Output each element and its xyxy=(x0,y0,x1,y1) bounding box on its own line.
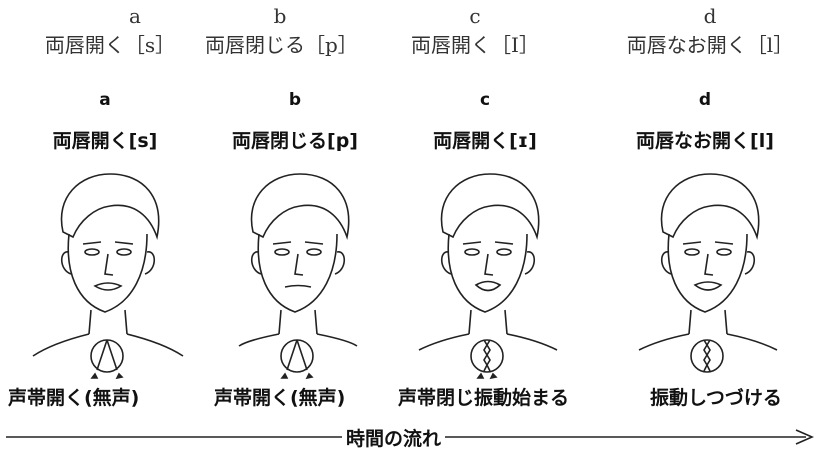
top-description: 両唇閉じる［p］ xyxy=(205,33,358,57)
panel-b: b 両唇閉じる[p] xyxy=(200,82,390,382)
vocal-cords-vibrating xyxy=(483,339,491,372)
mouth-open xyxy=(693,281,723,291)
head-outline xyxy=(447,233,528,313)
timeline-label: 時間の流れ xyxy=(342,424,446,451)
hair xyxy=(440,173,540,241)
top-description: 両唇なお開く［l］ xyxy=(626,33,794,57)
timeline: 時間の流れ xyxy=(6,424,816,451)
caption-b: 声帯開く(無声) xyxy=(214,387,346,409)
articulation-diagram: a 両唇開く[s] b 両唇閉じる[p xyxy=(0,82,819,382)
panel-d: d 両唇なお開く[l] xyxy=(610,82,800,382)
head-outline xyxy=(67,233,148,313)
neck xyxy=(468,309,508,335)
left-eyebrow xyxy=(682,241,702,245)
top-letter: a xyxy=(129,4,141,28)
caption-d: 振動しつづける xyxy=(650,387,782,409)
right-eyebrow xyxy=(494,241,514,245)
right-ear xyxy=(334,251,346,275)
top-description: 両唇開く［s］ xyxy=(44,33,176,57)
face-illustration-open-mouth xyxy=(32,173,184,380)
vocal-cords-circle xyxy=(690,339,724,373)
face-illustration-open-mouth xyxy=(638,173,778,373)
caption-a: 声帯開く(無声) xyxy=(8,387,140,409)
hair xyxy=(660,173,760,241)
top-label-c: c 両唇開く［I］ xyxy=(400,2,550,60)
right-eye xyxy=(716,248,732,256)
neck xyxy=(88,309,128,335)
left-ear xyxy=(250,251,262,275)
shoulders xyxy=(418,333,558,351)
right-ear xyxy=(524,251,536,275)
panel-title: 両唇なお開く[l] xyxy=(636,130,774,152)
panel-title: 両唇開く[s] xyxy=(52,130,158,152)
nose xyxy=(704,253,714,276)
vocal-cords-circle xyxy=(470,339,504,373)
left-eyebrow xyxy=(272,241,292,245)
panel-letter: b xyxy=(288,90,302,110)
panel-a: a 両唇開く[s] xyxy=(10,82,200,382)
panel-letter: a xyxy=(99,90,111,110)
right-ear xyxy=(144,251,156,275)
head-outline xyxy=(257,233,338,313)
right-eyebrow xyxy=(304,241,324,245)
nose xyxy=(484,253,494,276)
left-eye xyxy=(684,248,700,256)
top-label-a: a 両唇開く［s］ xyxy=(45,2,210,60)
head-outline xyxy=(667,233,748,313)
mouth-open xyxy=(474,280,502,292)
top-label-row: a 両唇開く［s］ b 両唇閉じる［p］ c 両唇開く［I］ d 両唇なお開く［… xyxy=(0,2,819,66)
hair xyxy=(250,173,350,241)
vocal-cords-circle xyxy=(90,339,124,373)
shoulders xyxy=(638,333,778,351)
panel-title: 両唇開く[ɪ] xyxy=(433,130,537,152)
left-eyebrow xyxy=(82,241,102,245)
left-eye xyxy=(274,248,290,256)
face-illustration-closed-mouth xyxy=(238,173,358,380)
right-eye xyxy=(496,248,512,256)
panel-title: 両唇閉じる[p] xyxy=(232,130,358,152)
nose xyxy=(294,253,304,276)
face-illustration-open-mouth xyxy=(418,173,558,380)
right-eye xyxy=(306,248,322,256)
vocal-cords-circle xyxy=(280,339,314,373)
right-eye xyxy=(116,248,132,256)
shoulders xyxy=(32,333,184,357)
shoulders xyxy=(238,333,358,347)
vocal-cords-vibrating xyxy=(703,339,711,372)
left-ear xyxy=(60,251,72,275)
top-letter: c xyxy=(469,4,481,28)
nose xyxy=(104,253,114,276)
caption-c: 声帯閉じ振動始まる xyxy=(398,387,570,409)
neck xyxy=(278,309,318,335)
right-ear xyxy=(744,251,756,275)
left-eye xyxy=(84,248,100,256)
right-eyebrow xyxy=(114,241,134,245)
mouth-closed xyxy=(284,284,312,288)
top-letter: b xyxy=(273,4,287,28)
vocal-cords-open xyxy=(286,339,308,371)
vocal-cords-open xyxy=(96,339,118,371)
left-ear xyxy=(440,251,452,275)
left-ear xyxy=(660,251,672,275)
top-label-d: d 両唇なお開く［l］ xyxy=(625,2,795,60)
top-description: 両唇開く［I］ xyxy=(411,33,539,57)
top-letter: d xyxy=(703,4,717,28)
panel-c: c 両唇開く[ɪ] xyxy=(390,82,580,382)
neck xyxy=(688,309,728,335)
top-label-b: b 両唇閉じる［p］ xyxy=(205,2,358,60)
panel-letter: c xyxy=(479,90,491,110)
panel-letter: d xyxy=(698,90,712,110)
left-eyebrow xyxy=(462,241,482,245)
left-eye xyxy=(464,248,480,256)
right-eyebrow xyxy=(714,241,734,245)
hair xyxy=(60,173,160,241)
mouth-open xyxy=(93,282,123,291)
